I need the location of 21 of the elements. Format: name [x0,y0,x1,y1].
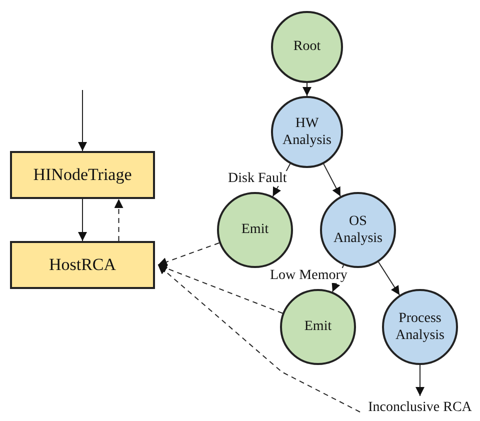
arrow [416,364,424,396]
arrow [323,163,341,197]
edge-label: Low Memory [270,268,348,284]
state-circle: Emit [280,289,356,365]
state-circle: Process Analysis [382,289,458,365]
arrow [78,198,87,242]
state-circle: Root [271,11,343,83]
process-box: HINodeTriage [10,151,155,199]
outcome-text: Inconclusive RCA [360,398,480,418]
state-circle: HW Analysis [271,96,343,168]
arrow [78,90,87,152]
dashed-arrow [158,242,220,266]
state-circle: OS Analysis [320,192,396,268]
dashed-arrow [114,198,124,242]
dashed-arrow [158,264,360,412]
edge-label: Disk Fault [228,171,287,186]
dashed-arrow [158,264,284,314]
process-box: HostRCA [10,241,155,289]
arrow [378,262,400,296]
state-circle: Emit [217,192,293,268]
arrow [302,82,312,96]
